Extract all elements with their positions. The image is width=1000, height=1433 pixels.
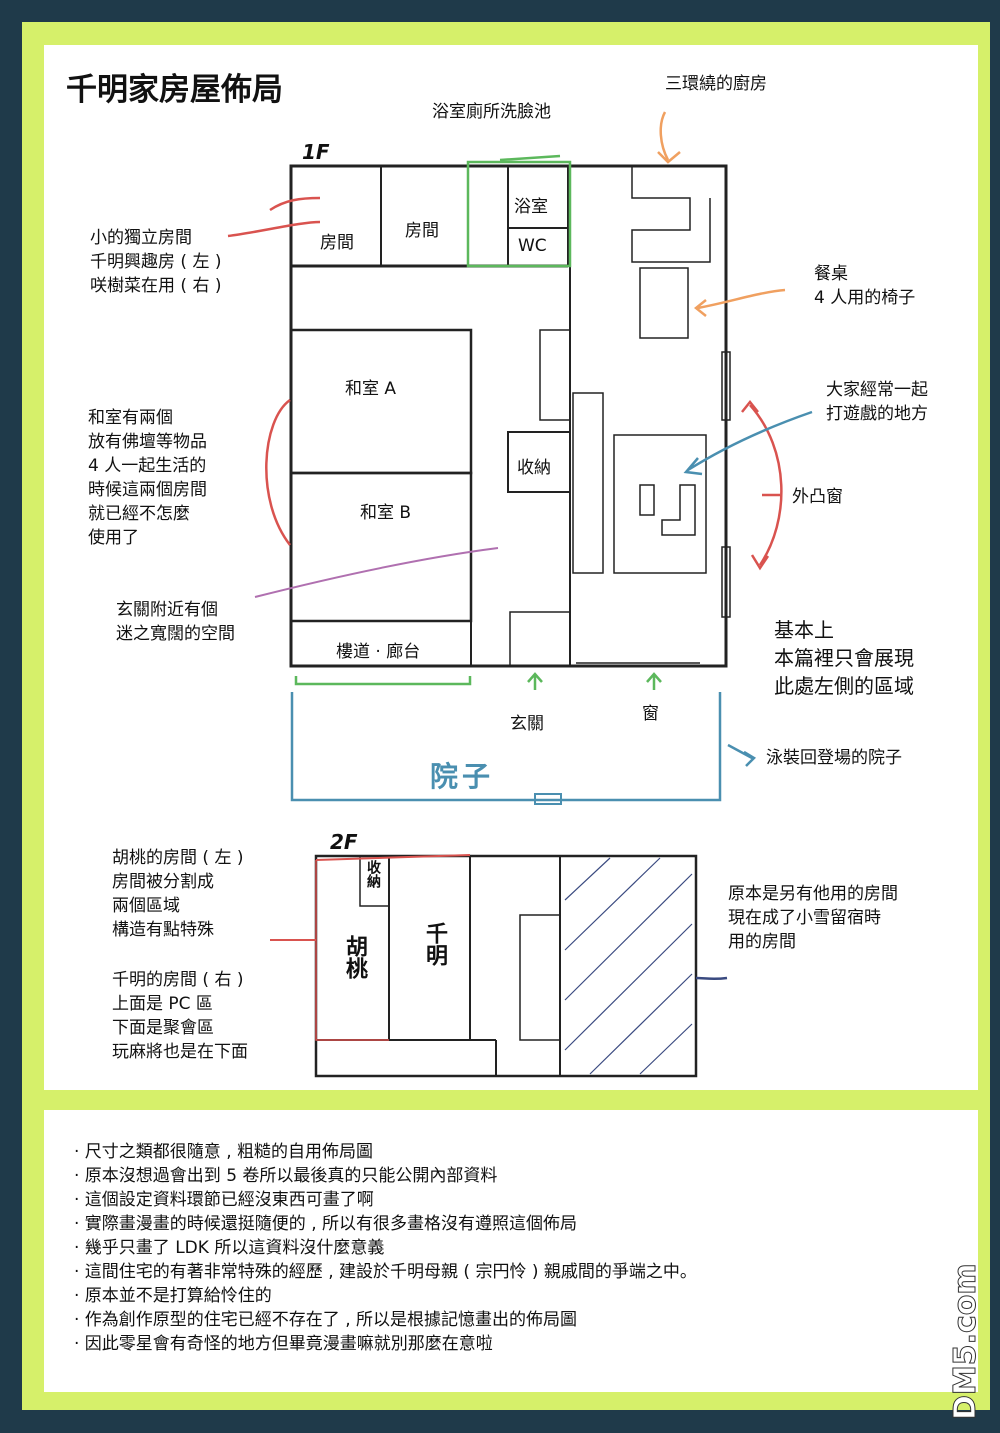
note-line: · 因此零星會有奇怪的地方但畢竟漫畫嘛就別那麼在意啦 (74, 1334, 493, 1354)
chiaki-note-1: 千明的房間 ( 右 ) (112, 970, 244, 990)
scope-note-3: 此處左側的區域 (774, 674, 914, 698)
washitsu-a-outline (289, 328, 473, 475)
note-line: · 實際畫漫畫的時候還挺隨便的 , 所以有很多畫格沒有遵照這個佈局 (74, 1214, 578, 1234)
note-line: · 作為創作原型的住宅已經不存在了 , 所以是根據記憶畫出的佈局圖 (74, 1310, 578, 1330)
notes-panel (44, 1110, 978, 1392)
washitsu-b-outline (289, 471, 473, 623)
floor-2-label: 2F (330, 830, 358, 854)
corridor-label: 樓道 · 廊台 (336, 642, 421, 662)
swimsuit-yard-note: 泳裝回登場的院子 (766, 748, 902, 768)
kurumi-note-3: 兩個區域 (112, 896, 180, 916)
bathroom-highlight (466, 160, 572, 268)
chiaki-note-4: 玩麻將也是在下面 (112, 1042, 248, 1062)
bathroom-group-note: 浴室廁所洗臉池 (432, 102, 551, 122)
dining-note-1: 餐桌 (814, 264, 848, 284)
small-rooms-note-3: 咲樹菜在用 ( 右 ) (90, 276, 222, 296)
other-room-note-2: 現在成了小雪留宿時 (728, 908, 881, 928)
storage-2f-label: 收納 (365, 860, 381, 888)
washitsu-a-label: 和室 A (345, 379, 397, 399)
entrance-label: 玄關 (510, 714, 544, 734)
note-line: · 原本沒想過會出到 5 卷所以最後真的只能公開內部資料 (74, 1166, 498, 1186)
washitsu-note-5: 就已經不怎麼 (88, 504, 190, 524)
washitsu-b-label: 和室 B (360, 503, 412, 523)
bay-window-note: 外凸窗 (792, 487, 843, 507)
floor2-outline (314, 854, 698, 1078)
watermark: DM5.com (948, 1263, 984, 1421)
room-left-label: 房間 (320, 233, 354, 253)
chiaki-note-3: 下面是聚會區 (112, 1018, 214, 1038)
note-line: · 原本並不是打算給怜住的 (74, 1286, 272, 1306)
note-line: · 這間住宅的有著非常特殊的經歷 , 建設於千明母親 ( 宗円怜 ) 親戚間的爭… (74, 1262, 697, 1282)
corridor-bracket (294, 676, 472, 686)
other-room-note-3: 用的房間 (728, 932, 796, 952)
scope-note-1: 基本上 (774, 618, 834, 642)
washitsu-note-4: 時候這兩個房間 (88, 480, 207, 500)
note-line: · 幾乎只畫了 LDK 所以這資料沒什麼意義 (74, 1238, 385, 1258)
kurumi-note-2: 房間被分割成 (112, 872, 214, 892)
corridor-outline (290, 620, 472, 667)
chiaki-room-label: 千明 (422, 922, 447, 966)
washitsu-note-6: 使用了 (88, 528, 139, 548)
scope-note-2: 本篇裡只會展現 (774, 646, 914, 670)
note-line: · 尺寸之類都很隨意 , 粗糙的自用佈局圖 (74, 1142, 374, 1162)
washitsu-note-3: 4 人一起生活的 (88, 456, 207, 476)
window-label: 窗 (642, 704, 659, 724)
game-area-note-1: 大家經常一起 (826, 380, 928, 400)
kitchen-note: 三環繞的廚房 (665, 74, 767, 94)
yard-label: 院子 (430, 760, 495, 793)
chiaki-note-2: 上面是 PC 區 (112, 994, 213, 1014)
storage-label: 收納 (517, 458, 551, 478)
wc-label: WC (518, 236, 547, 256)
floor-1-label: 1F (302, 140, 330, 164)
room-right-label: 房間 (405, 221, 439, 241)
game-area-note-2: 打遊戲的地方 (826, 404, 928, 424)
entrance-space-note-2: 迷之寬闊的空間 (116, 624, 235, 644)
yard-bracket (290, 692, 722, 802)
washitsu-note-2: 放有佛壇等物品 (88, 432, 207, 452)
diagram-panel (44, 45, 978, 1090)
kurumi-note-1: 胡桃的房間 ( 左 ) (112, 848, 244, 868)
other-room-note-1: 原本是另有他用的房間 (728, 884, 898, 904)
kurumi-room-label: 胡桃 (342, 935, 367, 979)
small-rooms-note-1: 小的獨立房間 (90, 228, 192, 248)
small-rooms-note-2: 千明興趣房 ( 左 ) (90, 252, 222, 272)
bath-label: 浴室 (514, 197, 548, 217)
note-line: · 這個設定資料環節已經沒東西可畫了啊 (74, 1190, 374, 1210)
page-title: 千明家房屋佈局 (66, 72, 283, 108)
kurumi-note-4: 構造有點特殊 (112, 920, 214, 940)
washitsu-note-1: 和室有兩個 (88, 408, 173, 428)
dining-note-2: 4 人用的椅子 (814, 288, 916, 308)
entrance-space-note-1: 玄關附近有個 (116, 600, 218, 620)
